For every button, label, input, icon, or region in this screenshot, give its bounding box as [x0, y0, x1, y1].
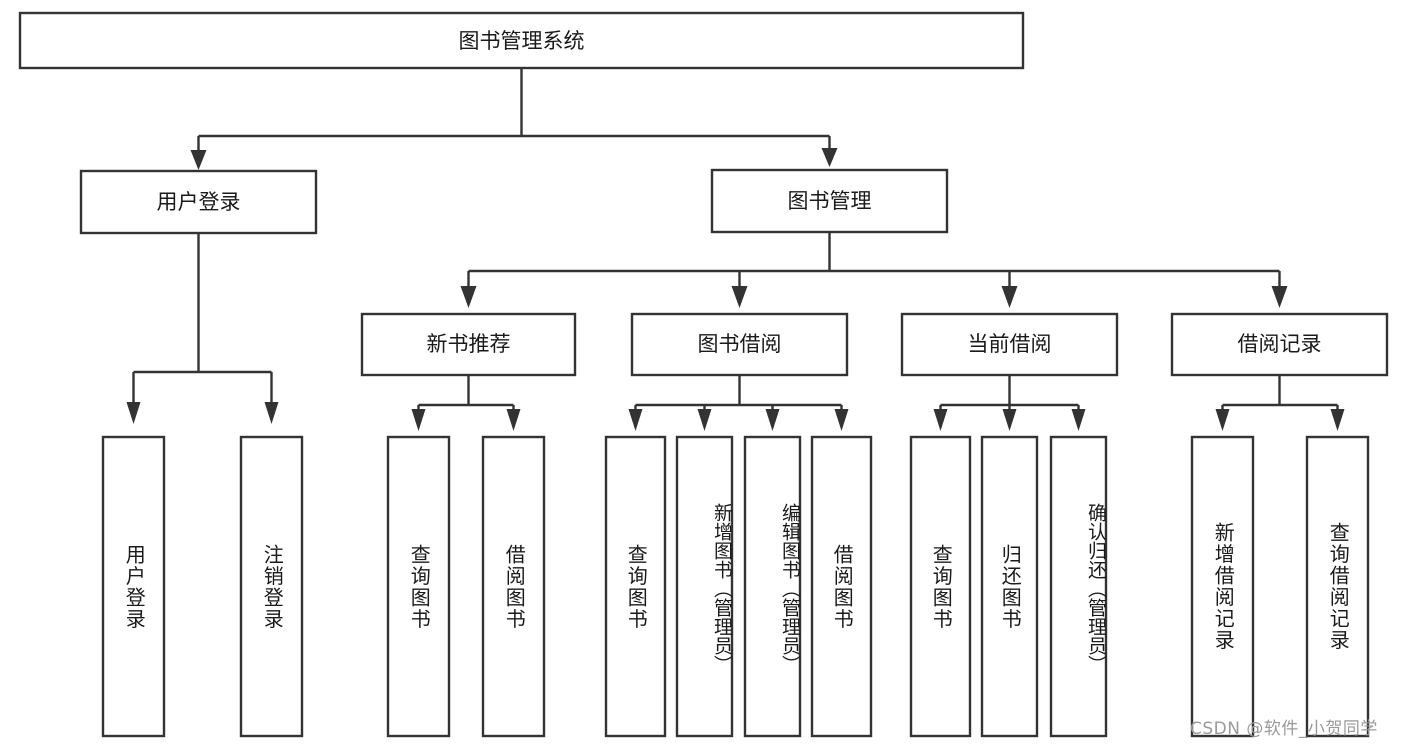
arrow-head-leaf-return-book: [1002, 409, 1017, 431]
node-leaf-add-book-box[interactable]: [675, 435, 734, 738]
node-leaf-confirm-return-box[interactable]: [1049, 435, 1108, 738]
node-borrow-record-box[interactable]: [1170, 312, 1389, 377]
node-borrow-record[interactable]: 借阅记录: [1170, 312, 1389, 377]
connector-group-user-login: [126, 233, 279, 424]
node-current-borrow[interactable]: 当前借阅: [900, 312, 1119, 377]
node-leaf-query-book-3-box[interactable]: [909, 435, 972, 738]
arrow-head-user-login: [190, 150, 207, 170]
node-book-manage-box[interactable]: [710, 168, 949, 234]
node-user-login[interactable]: 用户登录: [79, 169, 318, 235]
arrow-head-leaf-query-book-2: [628, 409, 643, 431]
node-current-borrow-box[interactable]: [900, 312, 1119, 377]
node-leaf-query-record-box[interactable]: [1305, 435, 1370, 738]
arrow-head-leaf-confirm-return: [1071, 409, 1086, 431]
connector-group-root: [190, 68, 838, 170]
node-book-borrow-label: 图书借阅: [698, 332, 782, 356]
arrow-head-leaf-add-book: [697, 409, 712, 431]
connector-group-new-book-rec: [411, 375, 521, 431]
node-leaf-logout-login-box[interactable]: [239, 435, 304, 738]
node-leaf-query-book-1-box[interactable]: [386, 435, 451, 738]
arrow-head-current-borrow: [1001, 286, 1018, 308]
node-user-login-label: 用户登录: [157, 190, 241, 214]
node-root[interactable]: 图书管理系统: [18, 11, 1025, 70]
node-leaf-edit-book-box[interactable]: [743, 435, 802, 738]
arrow-head-leaf-borrow-book-1: [506, 409, 521, 431]
node-leaf-borrow-book-2-box[interactable]: [810, 435, 873, 738]
node-leaf-borrow-book-1-box[interactable]: [481, 435, 546, 738]
arrow-head-book-manage: [821, 148, 838, 167]
node-book-borrow-box[interactable]: [630, 312, 849, 377]
node-book-manage[interactable]: 图书管理: [710, 168, 949, 234]
node-new-book-rec-label: 新书推荐: [427, 332, 511, 356]
connector-group-current-borrow: [933, 375, 1086, 431]
arrow-head-leaf-add-record: [1215, 409, 1230, 431]
arrow-head-book-borrow: [731, 286, 748, 308]
node-leaf-query-book-2-box[interactable]: [604, 435, 667, 738]
connector-group-book-borrow: [628, 375, 849, 431]
node-root-label: 图书管理系统: [459, 29, 585, 53]
node-new-book-rec-box[interactable]: [360, 312, 577, 377]
arrow-head-leaf-edit-book: [765, 409, 780, 431]
node-user-login-box[interactable]: [79, 169, 318, 235]
connector-group-book-manage: [460, 232, 1288, 308]
node-book-manage-label: 图书管理: [788, 189, 872, 213]
arrow-head-leaf-borrow-book-2: [834, 409, 849, 431]
node-leaf-return-book-box[interactable]: [980, 435, 1039, 738]
node-current-borrow-label: 当前借阅: [968, 332, 1052, 356]
node-leaf-add-record-box[interactable]: [1190, 435, 1255, 738]
node-borrow-record-label: 借阅记录: [1238, 332, 1322, 356]
node-leaf-user-login-box[interactable]: [101, 435, 166, 738]
arrow-head-new-book-rec: [460, 286, 477, 308]
connector-group-borrow-record: [1215, 375, 1345, 431]
arrow-head-leaf-logout-login: [264, 402, 279, 424]
node-book-borrow[interactable]: 图书借阅: [630, 312, 849, 377]
node-root-box[interactable]: [18, 11, 1025, 70]
node-new-book-rec[interactable]: 新书推荐: [360, 312, 577, 377]
watermark-text: CSDN @软件_小贺同学: [1190, 719, 1378, 739]
arrow-head-leaf-query-book-1: [411, 409, 426, 431]
arrow-head-borrow-record: [1271, 286, 1288, 308]
arrow-head-leaf-query-record: [1330, 409, 1345, 431]
arrow-head-leaf-user-login: [126, 402, 141, 424]
arrow-head-leaf-query-book-3: [933, 409, 948, 431]
